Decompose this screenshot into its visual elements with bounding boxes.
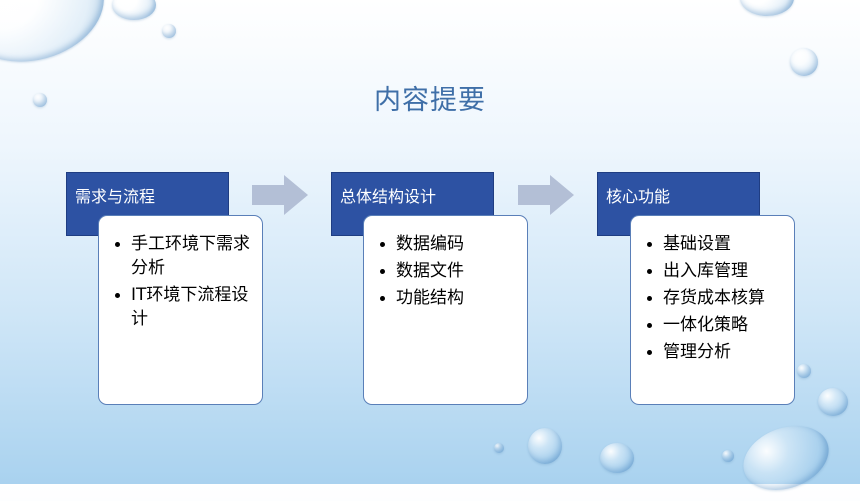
list-item: 存货成本核算 xyxy=(663,286,782,310)
water-drop-decoration xyxy=(818,388,848,416)
list-item: IT环境下流程设计 xyxy=(131,283,250,331)
item-list: 手工环境下需求分析 IT环境下流程设计 xyxy=(115,232,250,331)
water-drop-decoration xyxy=(722,450,734,462)
list-item: 基础设置 xyxy=(663,232,782,256)
list-item: 出入库管理 xyxy=(663,259,782,283)
water-drop-decoration xyxy=(528,428,562,464)
water-drop-decoration xyxy=(494,443,504,453)
water-drop-decoration xyxy=(797,364,811,378)
content-card-core-functions: 基础设置 出入库管理 存货成本核算 一体化策略 管理分析 xyxy=(630,215,795,405)
item-list: 数据编码 数据文件 功能结构 xyxy=(380,232,515,310)
column-heading-architecture: 总体结构设计 xyxy=(331,172,494,236)
water-drop-decoration xyxy=(112,0,156,20)
list-item: 功能结构 xyxy=(396,286,515,310)
content-card-requirements: 手工环境下需求分析 IT环境下流程设计 xyxy=(98,215,263,405)
list-item: 数据编码 xyxy=(396,232,515,256)
water-drop-decoration xyxy=(600,443,634,473)
list-item: 一体化策略 xyxy=(663,313,782,337)
water-drop-decoration xyxy=(162,24,176,38)
right-arrow-icon xyxy=(252,175,308,215)
water-drop-decoration xyxy=(734,414,838,501)
right-arrow-icon xyxy=(518,175,574,215)
slide-title: 内容提要 xyxy=(374,85,486,116)
list-item: 手工环境下需求分析 xyxy=(131,232,250,280)
content-card-architecture: 数据编码 数据文件 功能结构 xyxy=(363,215,528,405)
water-drop-decoration xyxy=(740,0,794,16)
water-drop-decoration xyxy=(0,0,117,77)
item-list: 基础设置 出入库管理 存货成本核算 一体化策略 管理分析 xyxy=(647,232,782,364)
list-item: 管理分析 xyxy=(663,340,782,364)
water-drop-decoration xyxy=(33,93,47,107)
water-drop-decoration xyxy=(790,48,818,76)
list-item: 数据文件 xyxy=(396,259,515,283)
